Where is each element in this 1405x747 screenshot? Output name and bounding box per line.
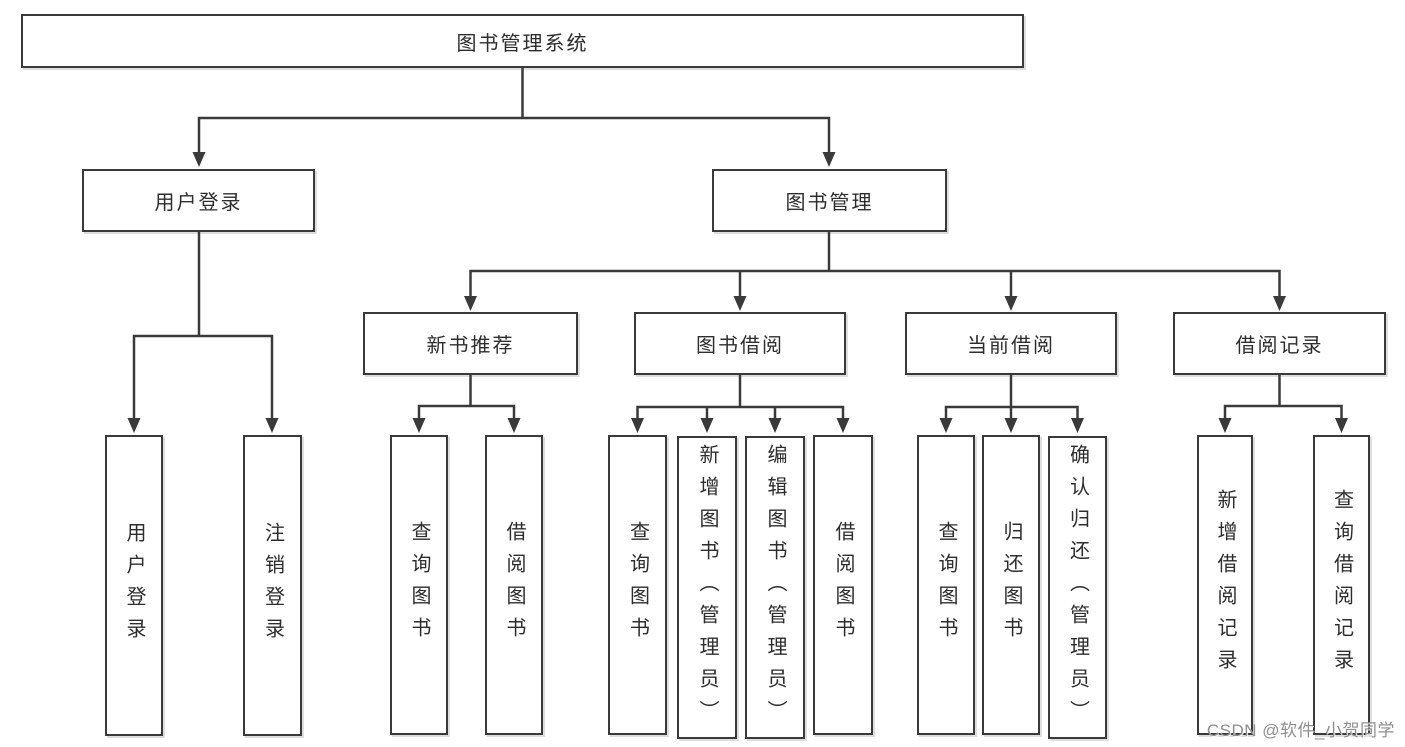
arrowhead xyxy=(631,418,644,433)
arrowhead xyxy=(1004,418,1018,433)
leaf-user-login: 用户登录 xyxy=(105,435,163,736)
node-label: 编辑图书（管理员） xyxy=(764,443,786,732)
connector-borrow-records-to-leaves xyxy=(1218,375,1348,433)
leaf-add-borrow-record: 新增借阅记录 xyxy=(1197,435,1253,735)
node-label: 新增借阅记录 xyxy=(1214,489,1236,681)
watermark-text: CSDN @软件_小贺同学 xyxy=(1206,721,1395,740)
arrowhead xyxy=(192,152,206,167)
leaf-current-query-books: 查询图书 xyxy=(917,435,975,735)
arrowhead xyxy=(1004,296,1018,311)
node-label: 当前借阅 xyxy=(967,335,1055,357)
leaf-edit-book-admin: 编辑图书（管理员） xyxy=(745,436,805,739)
leaf-borrow-query-books: 查询图书 xyxy=(608,435,667,735)
node-label: 确认归还（管理员） xyxy=(1066,443,1089,732)
connector-current-borrow-to-leaves xyxy=(939,375,1084,433)
arrowhead xyxy=(507,418,521,433)
connector-book-borrow-to-leaves xyxy=(631,375,850,433)
arrowhead xyxy=(700,418,714,433)
arrowhead xyxy=(1335,418,1348,433)
node-label: 图书管理 xyxy=(785,192,874,214)
node-new-book-recommend: 新书推荐 xyxy=(363,312,578,375)
arrowhead xyxy=(265,418,279,433)
arrowhead xyxy=(822,152,836,167)
leaf-borrow-books: 借阅图书 xyxy=(813,435,873,735)
node-system-root: 图书管理系统 xyxy=(21,14,1024,68)
node-label: 查询图书 xyxy=(935,521,957,649)
node-user-login: 用户登录 xyxy=(82,169,315,232)
connector-new-book-to-leaves xyxy=(412,375,521,433)
arrowhead xyxy=(1218,418,1232,433)
node-label: 查询图书 xyxy=(408,521,430,649)
node-label: 图书管理系统 xyxy=(456,32,589,55)
arrowhead xyxy=(768,418,782,433)
node-current-borrow: 当前借阅 xyxy=(905,312,1117,375)
node-label: 注销登录 xyxy=(261,521,284,650)
leaf-return-books: 归还图书 xyxy=(982,435,1040,735)
node-label: 新书推荐 xyxy=(426,335,515,357)
arrowhead xyxy=(733,296,747,311)
leaf-recommend-borrow-books: 借阅图书 xyxy=(485,435,543,735)
arrowhead xyxy=(412,418,426,433)
node-label: 归还图书 xyxy=(1000,521,1022,649)
arrowhead xyxy=(1273,296,1286,311)
node-label: 用户登录 xyxy=(123,521,145,650)
leaf-add-book-admin: 新增图书（管理员） xyxy=(677,436,737,739)
leaf-recommend-query-books: 查询图书 xyxy=(390,435,448,735)
node-label: 借阅记录 xyxy=(1235,335,1324,357)
node-label: 查询借阅记录 xyxy=(1330,489,1353,681)
connector-book-management-to-level3 xyxy=(464,232,1286,311)
connector-user-login-to-leaves xyxy=(127,232,279,433)
node-label: 借阅图书 xyxy=(832,521,854,649)
arrowhead xyxy=(127,418,141,433)
leaf-logout: 注销登录 xyxy=(243,435,302,736)
leaf-confirm-return-admin: 确认归还（管理员） xyxy=(1048,436,1107,739)
leaf-query-borrow-record: 查询借阅记录 xyxy=(1313,435,1370,735)
connector-root-to-level2 xyxy=(192,68,836,167)
node-label: 新增图书（管理员） xyxy=(696,443,718,732)
arrowhead xyxy=(939,418,953,433)
node-book-borrow: 图书借阅 xyxy=(634,312,846,375)
arrowhead xyxy=(464,296,477,311)
node-label: 图书借阅 xyxy=(696,335,784,357)
node-book-management: 图书管理 xyxy=(712,169,947,232)
node-label: 查询图书 xyxy=(626,521,649,649)
arrowhead xyxy=(1071,418,1084,433)
node-label: 用户登录 xyxy=(154,192,243,214)
node-borrow-records: 借阅记录 xyxy=(1173,312,1386,375)
node-label: 借阅图书 xyxy=(503,521,525,649)
arrowhead xyxy=(836,418,850,433)
